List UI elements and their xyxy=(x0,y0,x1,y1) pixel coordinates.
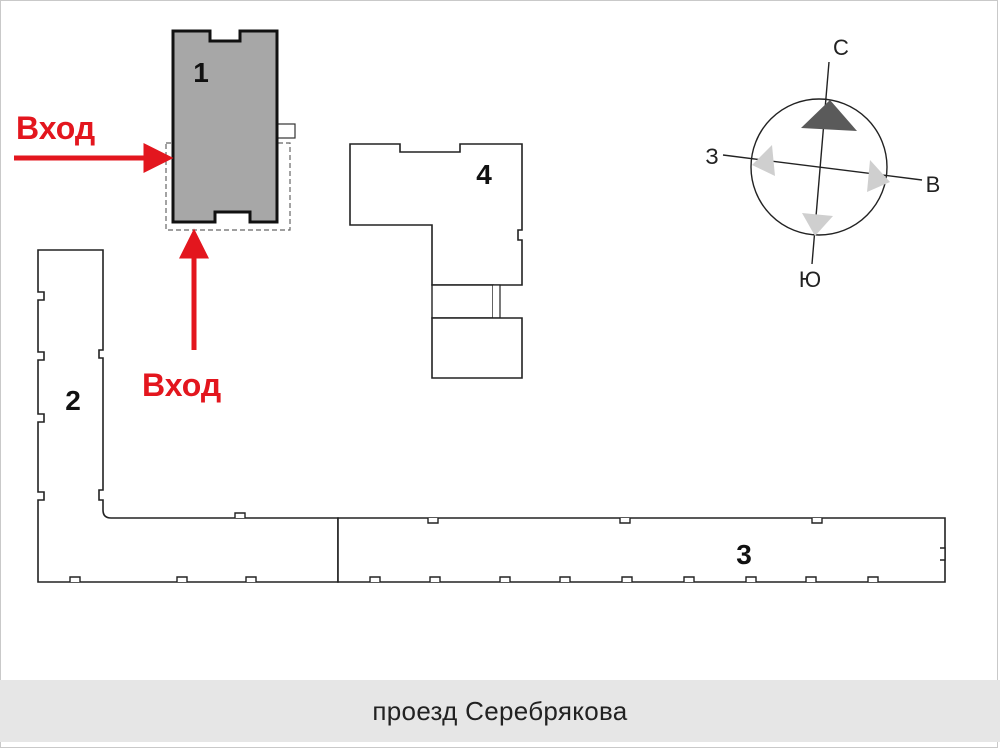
building-3-number: 3 xyxy=(736,539,752,570)
building-1-annex xyxy=(276,123,296,139)
building-2-number: 2 xyxy=(65,385,81,416)
building-4-annex-lower[interactable] xyxy=(431,317,523,379)
building-3-notches xyxy=(369,518,946,582)
site-plan: 1 2 3 4 Вход Вход С Ю В З xyxy=(14,29,946,583)
building-2-notches xyxy=(69,512,257,582)
building-1-site-boundary xyxy=(165,142,291,231)
building-1-outline[interactable] xyxy=(171,29,279,224)
building-4-annex-link xyxy=(493,284,501,319)
building-3-outline[interactable] xyxy=(337,517,946,583)
building-4-number: 4 xyxy=(476,159,492,190)
compass-south-label: Ю xyxy=(799,267,821,292)
compass-east-label: В xyxy=(926,172,941,197)
street-band: проезд Серебрякова xyxy=(0,680,1000,742)
compass-north-label: С xyxy=(833,35,849,60)
building-2-outline[interactable] xyxy=(37,249,339,583)
compass-west-pointer xyxy=(752,145,775,176)
compass-south-pointer xyxy=(802,213,833,236)
compass-north-pointer xyxy=(801,100,857,131)
building-4-outline[interactable] xyxy=(349,143,523,286)
compass-we-axis xyxy=(722,154,923,181)
street-name: проезд Серебрякова xyxy=(372,695,628,726)
entrance-label-north: Вход xyxy=(142,367,221,403)
compass-east-pointer xyxy=(867,160,890,192)
compass: С Ю В З xyxy=(705,35,940,292)
building-4-annex-upper[interactable] xyxy=(431,284,494,319)
entrance-label-east: Вход xyxy=(16,110,95,146)
compass-west-label: З xyxy=(705,144,718,169)
building-1-number: 1 xyxy=(193,57,209,88)
